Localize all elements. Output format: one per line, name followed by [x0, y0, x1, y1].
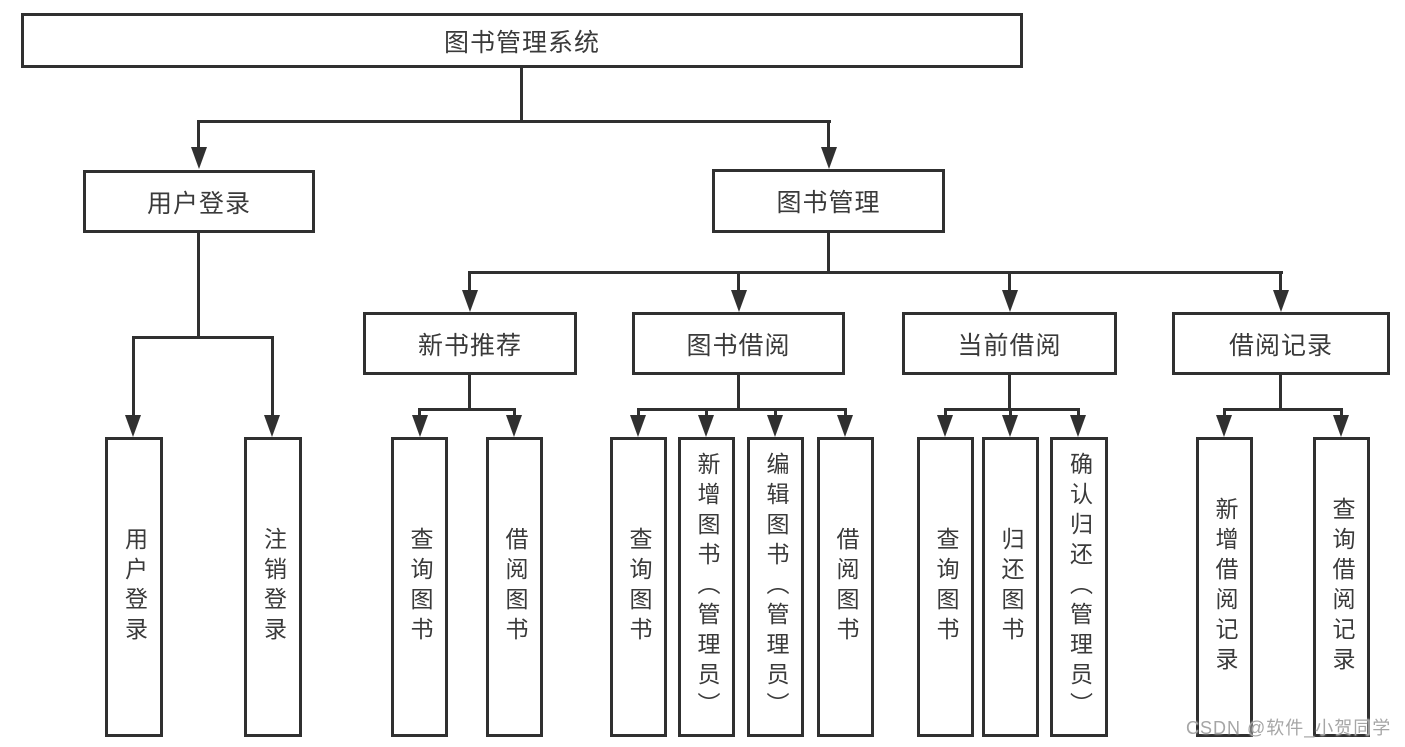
- arrow-down-icon: [937, 415, 953, 437]
- arrow-down-icon: [264, 415, 280, 437]
- edge-leaf-stub: [637, 408, 640, 418]
- leaf-logout: 注销登录: [244, 437, 302, 737]
- arrow-down-icon: [837, 415, 853, 437]
- edge-user-leaf1-stub: [132, 336, 135, 417]
- edge-leaf-stub: [1340, 408, 1343, 418]
- edge-leaf-stub: [1009, 408, 1012, 418]
- arrow-down-icon: [731, 290, 747, 312]
- leaf-bb-edit-books-admin: 编辑图书（管理员）: [747, 437, 804, 737]
- arrow-down-icon: [462, 290, 478, 312]
- node-book-mgmt: 图书管理: [712, 169, 945, 233]
- leaf-cb-confirm-return-admin: 确认归还（管理员）: [1050, 437, 1108, 737]
- edge-mgmt-vline: [827, 233, 830, 271]
- leaf-bb-add-books-admin: 新增图书（管理员）: [678, 437, 735, 737]
- arrow-down-icon: [1273, 290, 1289, 312]
- arrow-down-icon: [698, 415, 714, 437]
- csdn-watermark: CSDN @软件_小贺同学: [1186, 718, 1392, 738]
- arrow-down-icon: [1002, 415, 1018, 437]
- edge-root-to-user-stub: [197, 120, 200, 149]
- edge-book-borrow-vline: [737, 375, 740, 408]
- edge-to-book-borrow-stub: [737, 271, 740, 292]
- arrow-down-icon: [767, 415, 783, 437]
- edge-current-borrow-hline: [944, 408, 1080, 411]
- node-new-books: 新书推荐: [363, 312, 577, 375]
- edge-user-vline: [197, 233, 200, 336]
- edge-to-new-books-stub: [468, 271, 471, 292]
- node-user-login: 用户登录: [83, 170, 315, 233]
- edge-leaf-stub: [844, 408, 847, 418]
- leaf-nb-borrow-books: 借阅图书: [486, 437, 543, 737]
- edge-leaf-stub: [1223, 408, 1226, 418]
- edge-to-current-borrow-stub: [1008, 271, 1011, 292]
- edge-mgmt-split-hline: [468, 271, 1283, 274]
- edge-root-vline: [520, 68, 523, 120]
- arrow-down-icon: [1333, 415, 1349, 437]
- leaf-bb-borrow-books: 借阅图书: [817, 437, 874, 737]
- edge-user-leaf2-stub: [271, 336, 274, 417]
- leaf-nb-query-books: 查询图书: [391, 437, 448, 737]
- leaf-bb-query-books: 查询图书: [610, 437, 667, 737]
- node-current-borrow: 当前借阅: [902, 312, 1117, 375]
- edge-leaf-stub: [774, 408, 777, 418]
- node-borrow-records: 借阅记录: [1172, 312, 1390, 375]
- edge-to-borrow-records-stub: [1279, 271, 1282, 292]
- arrow-down-icon: [1002, 290, 1018, 312]
- edge-leaf-stub: [1077, 408, 1080, 418]
- arrow-down-icon: [125, 415, 141, 437]
- edge-leaf-stub: [418, 408, 421, 418]
- edge-leaf-stub: [944, 408, 947, 418]
- edge-book-borrow-hline: [637, 408, 847, 411]
- node-book-borrow: 图书借阅: [632, 312, 845, 375]
- edge-leaf-stub: [513, 408, 516, 418]
- edge-new-books-hline: [418, 408, 516, 411]
- edge-borrow-records-hline: [1223, 408, 1343, 411]
- leaf-cb-return-books: 归还图书: [982, 437, 1039, 737]
- leaf-cb-query-books: 查询图书: [917, 437, 974, 737]
- edge-current-borrow-vline: [1008, 375, 1011, 408]
- edge-root-split-hline: [197, 120, 831, 123]
- edge-borrow-records-vline: [1279, 375, 1282, 408]
- arrow-down-icon: [506, 415, 522, 437]
- edge-new-books-vline: [468, 375, 471, 408]
- edge-user-split-hline: [132, 336, 274, 339]
- arrow-down-icon: [412, 415, 428, 437]
- leaf-user-login: 用户登录: [105, 437, 163, 737]
- arrow-down-icon: [821, 147, 837, 169]
- leaf-br-add-record: 新增借阅记录: [1196, 437, 1253, 737]
- arrow-down-icon: [630, 415, 646, 437]
- leaf-br-query-record: 查询借阅记录: [1313, 437, 1370, 737]
- edge-root-to-mgmt-stub: [827, 120, 830, 149]
- arrow-down-icon: [1216, 415, 1232, 437]
- edge-leaf-stub: [705, 408, 708, 418]
- node-root: 图书管理系统: [21, 13, 1023, 68]
- arrow-down-icon: [191, 147, 207, 169]
- arrow-down-icon: [1070, 415, 1086, 437]
